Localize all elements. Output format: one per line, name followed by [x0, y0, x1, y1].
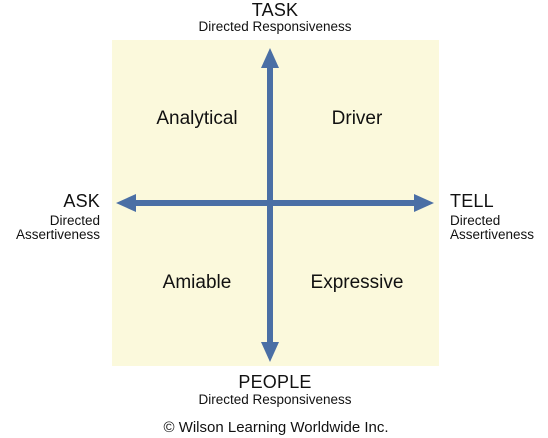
arrow-right: [414, 194, 434, 212]
left-axis-title: ASK: [63, 191, 100, 211]
arrow-left: [116, 194, 136, 212]
quadrant-driver: Driver: [331, 108, 383, 129]
quadrant-analytical: Analytical: [156, 108, 238, 129]
quadrant-amiable: Amiable: [162, 272, 232, 293]
bottom-axis-subtitle: Directed Responsiveness: [198, 392, 352, 407]
bottom-axis-title: PEOPLE: [238, 372, 312, 392]
right-axis-title: TELL: [450, 191, 494, 211]
right-axis-label: TELL Directed Assertiveness: [450, 192, 534, 242]
left-axis-subtitle-line2: Assertiveness: [15, 227, 100, 243]
right-axis-subtitle-line1: Directed: [450, 212, 501, 228]
arrow-up: [261, 48, 279, 68]
left-axis-label: ASK Directed Assertiveness: [16, 192, 100, 242]
right-axis-subtitle-line2: Assertiveness: [450, 227, 535, 243]
top-axis-subtitle: Directed Responsiveness: [198, 19, 352, 34]
quadrant-expressive: Expressive: [310, 272, 404, 293]
copyright-notice: © Wilson Learning Worldwide Inc.: [163, 419, 389, 436]
arrow-down: [261, 342, 279, 362]
left-axis-subtitle-line1: Directed: [49, 212, 100, 228]
top-axis-title: TASK: [251, 0, 299, 20]
